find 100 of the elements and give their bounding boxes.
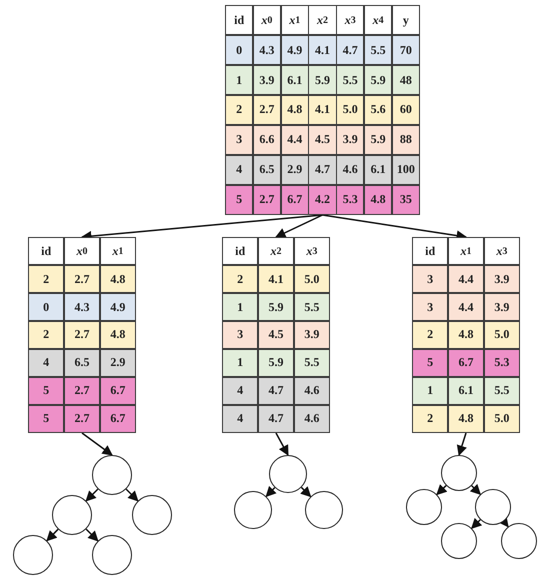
data-value: 3.9: [484, 266, 519, 292]
tree-node-circle: [132, 495, 172, 535]
data-value: 4: [223, 378, 258, 404]
data-value: 6.6: [254, 126, 280, 154]
data-value: 2.7: [64, 406, 100, 432]
data-value: 1: [226, 66, 252, 94]
data-value: 4: [29, 350, 64, 376]
data-value: 100: [392, 156, 419, 184]
data-value: 5: [413, 350, 448, 376]
data-value: 5.9: [364, 66, 392, 94]
data-value: 2: [226, 96, 252, 124]
data-value: 2.9: [282, 156, 308, 184]
tree-node-circle: [92, 535, 132, 575]
data-value: 5.9: [258, 350, 294, 376]
data-value: 4.8: [100, 266, 135, 292]
data-value: 3: [413, 294, 448, 320]
arrow: [300, 486, 312, 498]
data-value: 2: [413, 322, 448, 348]
data-value: 2.7: [254, 186, 280, 214]
arrow: [126, 488, 139, 502]
column-header: id: [29, 238, 64, 264]
data-value: 2.9: [100, 350, 135, 376]
data-value: 2.7: [254, 96, 280, 124]
data-value: 6.1: [448, 378, 484, 404]
data-value: 4.9: [100, 294, 135, 320]
data-value: 5.6: [364, 96, 392, 124]
data-value: 5.5: [294, 294, 329, 320]
data-value: 5.9: [364, 126, 392, 154]
data-value: 4.5: [309, 126, 336, 154]
data-value: 3.9: [294, 322, 329, 348]
data-value: 4: [226, 156, 252, 184]
column-header: id: [223, 238, 258, 264]
column-header: y: [392, 6, 419, 34]
data-value: 1: [223, 294, 258, 320]
arrow: [275, 432, 289, 456]
data-value: 4.8: [100, 322, 135, 348]
data-value: 5: [29, 406, 64, 432]
data-value: 4.8: [448, 322, 484, 348]
data-value: 5.0: [484, 406, 519, 432]
data-value: 5: [226, 186, 252, 214]
data-value: 5: [29, 378, 64, 404]
data-value: 4.6: [294, 406, 329, 432]
tree-node-circle: [406, 489, 442, 525]
data-value: 4.8: [448, 406, 484, 432]
data-value: 0: [29, 294, 64, 320]
data-value: 4.7: [258, 378, 294, 404]
data-value: 0: [226, 36, 252, 64]
data-value: 6.1: [282, 66, 308, 94]
data-value: 5.5: [484, 378, 519, 404]
data-value: 5.3: [484, 350, 519, 376]
tree-node-circle: [52, 495, 92, 535]
data-value: 5.5: [337, 66, 364, 94]
data-table: [28, 237, 136, 433]
data-value: 2.7: [64, 322, 100, 348]
data-value: 5.0: [337, 96, 364, 124]
data-value: 6.7: [100, 406, 135, 432]
data-value: 4.3: [254, 36, 280, 64]
data-value: 70: [392, 36, 419, 64]
data-value: 2.7: [64, 266, 100, 292]
data-value: 6.1: [364, 156, 392, 184]
arrow: [436, 484, 448, 496]
tree-node-circle: [475, 489, 511, 525]
arrow: [498, 516, 509, 528]
data-value: 4.9: [282, 36, 308, 64]
data-value: 4.8: [282, 96, 308, 124]
data-value: 4.7: [309, 156, 336, 184]
data-value: 5.0: [294, 266, 329, 292]
data-value: 2: [29, 322, 64, 348]
tree-node-circle: [441, 523, 477, 559]
arrow: [275, 214, 323, 238]
tree-node-circle: [234, 491, 272, 529]
data-value: 4.1: [309, 96, 336, 124]
arrow: [456, 432, 467, 456]
data-value: 48: [392, 66, 419, 94]
tree-node-circle: [269, 455, 307, 493]
data-value: 2.7: [64, 378, 100, 404]
data-value: 4.3: [64, 294, 100, 320]
data-value: 35: [392, 186, 419, 214]
data-value: 6.7: [448, 350, 484, 376]
data-value: 6.7: [100, 378, 135, 404]
column-header: id: [413, 238, 448, 264]
tree-node-circle: [92, 455, 132, 495]
arrow: [470, 484, 482, 496]
arrow: [46, 528, 59, 542]
data-value: 6.7: [282, 186, 308, 214]
data-value: 1: [413, 378, 448, 404]
data-value: 2: [413, 406, 448, 432]
tree-node-circle: [441, 455, 477, 491]
data-value: 3: [413, 266, 448, 292]
arrow: [86, 528, 99, 542]
tree-node-circle: [305, 491, 343, 529]
data-value: 5.3: [337, 186, 364, 214]
data-value: 3: [226, 126, 252, 154]
arrow: [470, 518, 482, 530]
data-value: 4.4: [448, 294, 484, 320]
data-table: [412, 237, 520, 433]
arrow: [85, 488, 98, 502]
tree-node-circle: [13, 535, 53, 575]
data-value: 4.7: [337, 36, 364, 64]
data-value: 4.7: [258, 406, 294, 432]
